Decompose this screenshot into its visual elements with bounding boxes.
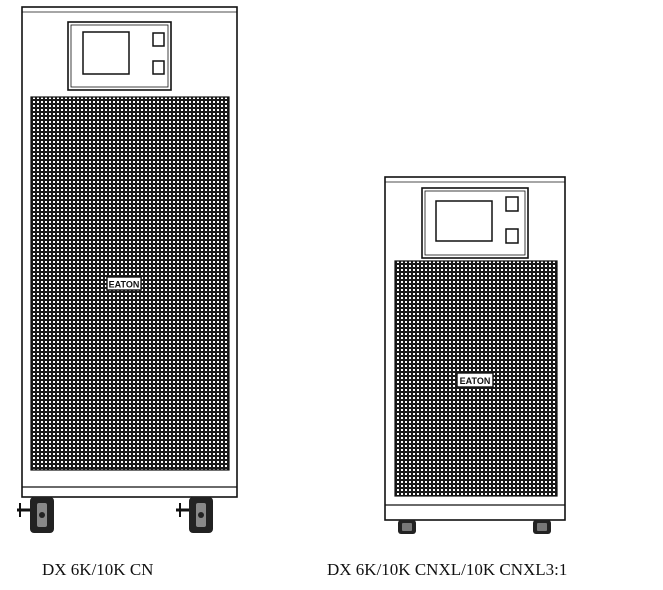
lcd-screen (82, 31, 130, 75)
logo-badge: EATON (456, 372, 494, 388)
logo-text: EATON (460, 376, 491, 386)
caption-tall-unit: DX 6K/10K CN (42, 560, 154, 579)
caster-left (17, 497, 54, 533)
lcd-screen (435, 200, 493, 242)
panel-button-bottom (505, 228, 519, 244)
foot-left (398, 520, 416, 534)
caster-right (176, 497, 213, 533)
display-panel (67, 21, 172, 91)
panel-button-bottom (152, 60, 165, 75)
caption-short-unit: DX 6K/10K CNXL/10K CNXL3:1 (327, 560, 568, 579)
panel-button-top (505, 196, 519, 212)
ups-unit-short: EATON (384, 176, 566, 534)
logo-badge: EATON (106, 276, 142, 291)
logo-text: EATON (109, 280, 140, 290)
panel-button-top (152, 32, 165, 47)
foot-right (533, 520, 551, 534)
display-panel (421, 187, 529, 259)
ups-unit-tall: EATON (17, 6, 238, 533)
